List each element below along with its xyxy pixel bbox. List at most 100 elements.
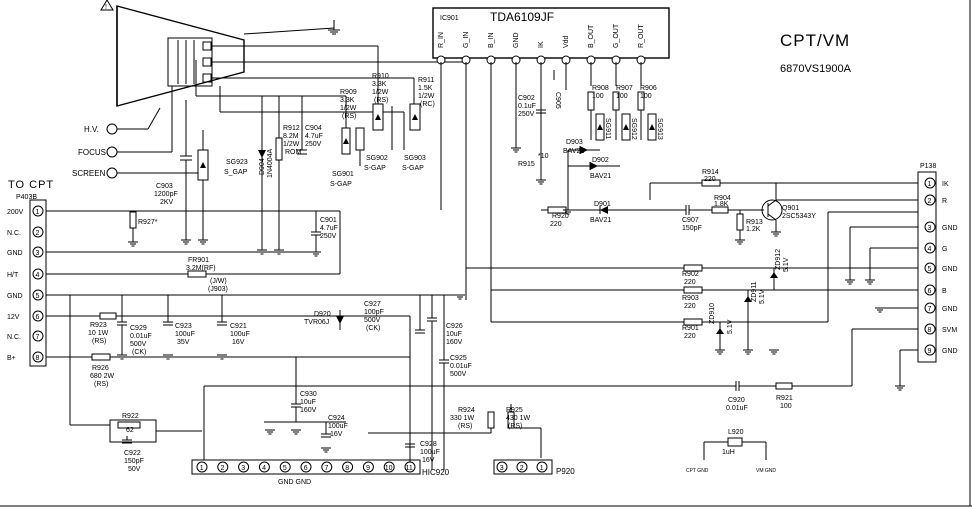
svg-text:(RC): (RC) [420, 101, 435, 108]
svg-text:R920: R920 [552, 213, 569, 220]
svg-text:D904: D904 [259, 158, 266, 175]
svg-text:SCREEN: SCREEN [72, 169, 106, 178]
svg-text:16V: 16V [330, 431, 343, 438]
c927: C927 100pF 500V (CK) [364, 295, 425, 334]
sg901: SG901 S-GAP [330, 127, 365, 188]
pin-number: 4 [262, 465, 266, 472]
svg-text:8.2M: 8.2M [283, 133, 299, 140]
svg-text:100: 100 [640, 93, 652, 100]
connector-pin: 8B+ [7, 351, 44, 363]
svg-text:R925: R925 [506, 407, 523, 414]
svg-text:250V: 250V [320, 233, 337, 240]
svg-text:2KV: 2KV [160, 199, 174, 206]
ground-symbols [117, 147, 905, 453]
svg-text:R912: R912 [283, 125, 300, 132]
ic-pin: R_IN [436, 32, 446, 65]
svg-text:220: 220 [684, 333, 696, 340]
svg-text:4.7uF: 4.7uF [320, 225, 338, 232]
pin-number: 5 [928, 266, 932, 273]
svg-text:R927*: R927* [138, 219, 158, 226]
pin-label: SVM [942, 327, 957, 334]
ground-symbol [845, 279, 855, 285]
c929: C929 0.01uF 500V (CK) [117, 295, 152, 356]
c902: C902 0.1uF 250V [518, 95, 546, 118]
pin-label: H/T [7, 272, 19, 279]
svg-text:C902: C902 [518, 95, 535, 102]
connector-pin: 1 [196, 461, 208, 473]
svg-text:1.8K: 1.8K [714, 201, 729, 208]
pin-label: 200V [7, 209, 24, 216]
ground-symbol [743, 349, 753, 355]
ground-symbol [181, 239, 191, 245]
svg-text:C903: C903 [156, 183, 173, 190]
pin-number: 3 [500, 465, 504, 472]
r908: R908 100 [587, 85, 609, 111]
svg-text:S-GAP: S-GAP [364, 165, 386, 172]
r921: R921 100 [775, 382, 793, 410]
svg-text:!: ! [105, 4, 107, 11]
c925: C925 0.01uF 500V [439, 295, 472, 470]
svg-text:1/2W: 1/2W [283, 141, 300, 148]
svg-text:C927: C927 [364, 301, 381, 308]
svg-text:(J903): (J903) [208, 286, 228, 293]
svg-text:(CK): (CK) [366, 325, 380, 332]
ground-symbol [117, 354, 127, 360]
svg-text:BAV21: BAV21 [563, 148, 584, 155]
pin-label: GND [942, 266, 958, 273]
svg-text:ZD912: ZD912 [775, 249, 782, 270]
connector-pin: 11 [404, 461, 416, 473]
svg-text:C924: C924 [328, 415, 345, 422]
ground-symbol [771, 231, 781, 237]
svg-text:330 1W: 330 1W [450, 415, 475, 422]
title: CPT/VM [780, 31, 850, 50]
ground-symbol [291, 429, 301, 435]
d901: D901 BAV21 [590, 201, 611, 224]
pin-number: 2 [221, 465, 225, 472]
svg-text:1/2W: 1/2W [372, 89, 389, 96]
r925: R925 430 1W (RS) [506, 407, 531, 430]
connector-pin: 5 GND [924, 262, 958, 274]
svg-text:1.2K: 1.2K [746, 226, 761, 233]
ground-symbol [321, 447, 331, 453]
pin-number: 8 [36, 355, 40, 362]
ground-symbol [265, 429, 275, 435]
svg-text:62: 62 [126, 427, 134, 434]
pin-label: G [942, 246, 947, 253]
svg-text:150pF: 150pF [124, 458, 144, 465]
connector-pin: 6 [300, 461, 312, 473]
svg-text:1200pF: 1200pF [154, 191, 178, 198]
svg-text:220: 220 [704, 176, 716, 183]
svg-text:Q901: Q901 [782, 205, 799, 212]
pin-label: GND [942, 306, 958, 313]
svg-text:5.1V: 5.1V [783, 257, 790, 272]
pin-number: 7 [325, 465, 329, 472]
svg-text:SG903: SG903 [404, 155, 426, 162]
pin-number: 4 [928, 246, 932, 253]
connector-pin: 4H/T [7, 268, 44, 280]
c928: C928 100uF 16V [405, 440, 440, 464]
ground-symbol [563, 209, 573, 215]
svg-text:0.01uF: 0.01uF [130, 333, 152, 340]
pin-number: 2 [928, 198, 932, 205]
ic-pin: B_IN [486, 32, 496, 65]
svg-text:C929: C929 [130, 325, 147, 332]
pin-number: 8 [345, 465, 349, 472]
c907: C907 150pF [682, 205, 702, 232]
sg911: SG911 [595, 113, 611, 141]
ground-symbol [455, 294, 465, 300]
svg-text:R915: R915 [518, 161, 535, 168]
svg-text:10uF: 10uF [300, 399, 316, 406]
svg-text:C928: C928 [420, 441, 437, 448]
svg-text:(RS): (RS) [458, 423, 472, 430]
svg-text:D902: D902 [592, 157, 609, 164]
pin-label: GND [942, 225, 958, 232]
ic-pin-label: G_OUT [613, 23, 620, 48]
svg-text:R924: R924 [458, 407, 475, 414]
connector-pin: 2 [217, 461, 229, 473]
connector-pin: 5 [279, 461, 291, 473]
pin-label: GND [7, 250, 23, 257]
svg-text:C905: C905 [554, 92, 561, 109]
